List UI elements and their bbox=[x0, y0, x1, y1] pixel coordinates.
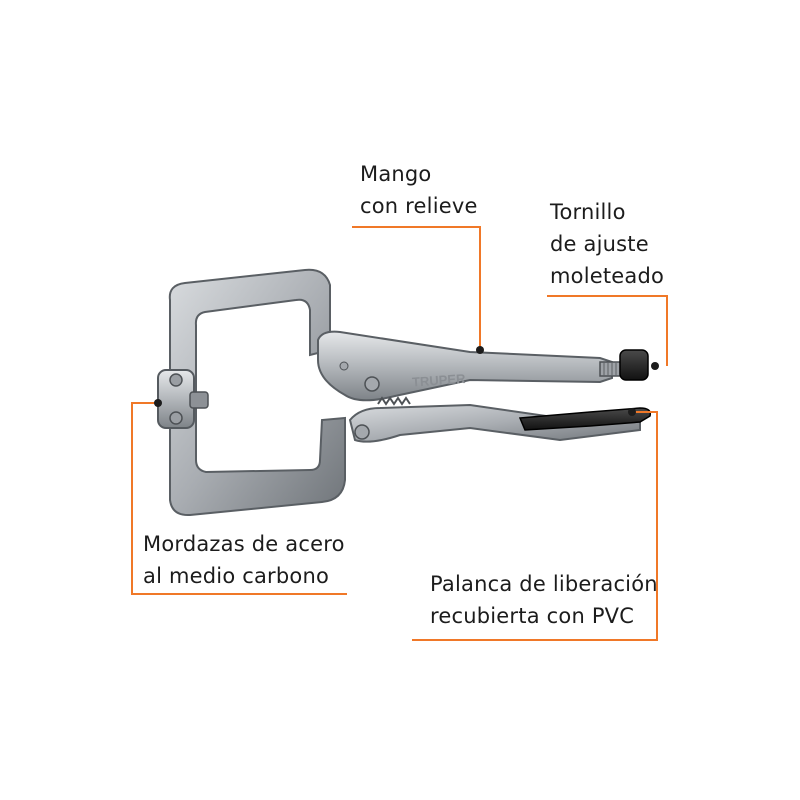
handle-callout: Mango con relieve bbox=[360, 158, 478, 222]
screw-callout-line bbox=[547, 295, 668, 366]
knurled-screw-knob bbox=[619, 349, 649, 381]
lower-handle bbox=[348, 403, 641, 443]
release-callout-line bbox=[412, 411, 658, 641]
release-callout-line2: recubierta con PVC bbox=[430, 604, 635, 628]
jaws-callout-line bbox=[131, 402, 347, 595]
screw-callout-line1: Tornillo bbox=[550, 200, 626, 224]
release-callout-line1: Palanca de liberación bbox=[430, 572, 658, 596]
screw-callout-line2: de ajuste bbox=[550, 232, 649, 256]
brand-embossing: TRUPER bbox=[412, 371, 467, 390]
jaws-callout-line1: Mordazas de acero bbox=[143, 532, 345, 556]
release-callout: Palanca de liberación recubierta con PVC bbox=[430, 568, 658, 632]
jaws-callout-line2: al medio carbono bbox=[143, 564, 330, 588]
handle-callout-line1: Mango bbox=[360, 162, 432, 186]
spring bbox=[377, 396, 411, 406]
c-jaw-frame bbox=[168, 268, 346, 517]
adjusting-screw-shaft bbox=[599, 361, 623, 377]
jaws-callout: Mordazas de acero al medio carbono bbox=[143, 528, 345, 592]
upper-handle bbox=[317, 330, 613, 402]
screw-callout-line3: moleteado bbox=[550, 264, 665, 288]
screw-callout: Tornillo de ajuste moleteado bbox=[550, 196, 664, 292]
handle-callout-line2: con relieve bbox=[360, 194, 478, 218]
handle-callout-line bbox=[352, 226, 481, 350]
